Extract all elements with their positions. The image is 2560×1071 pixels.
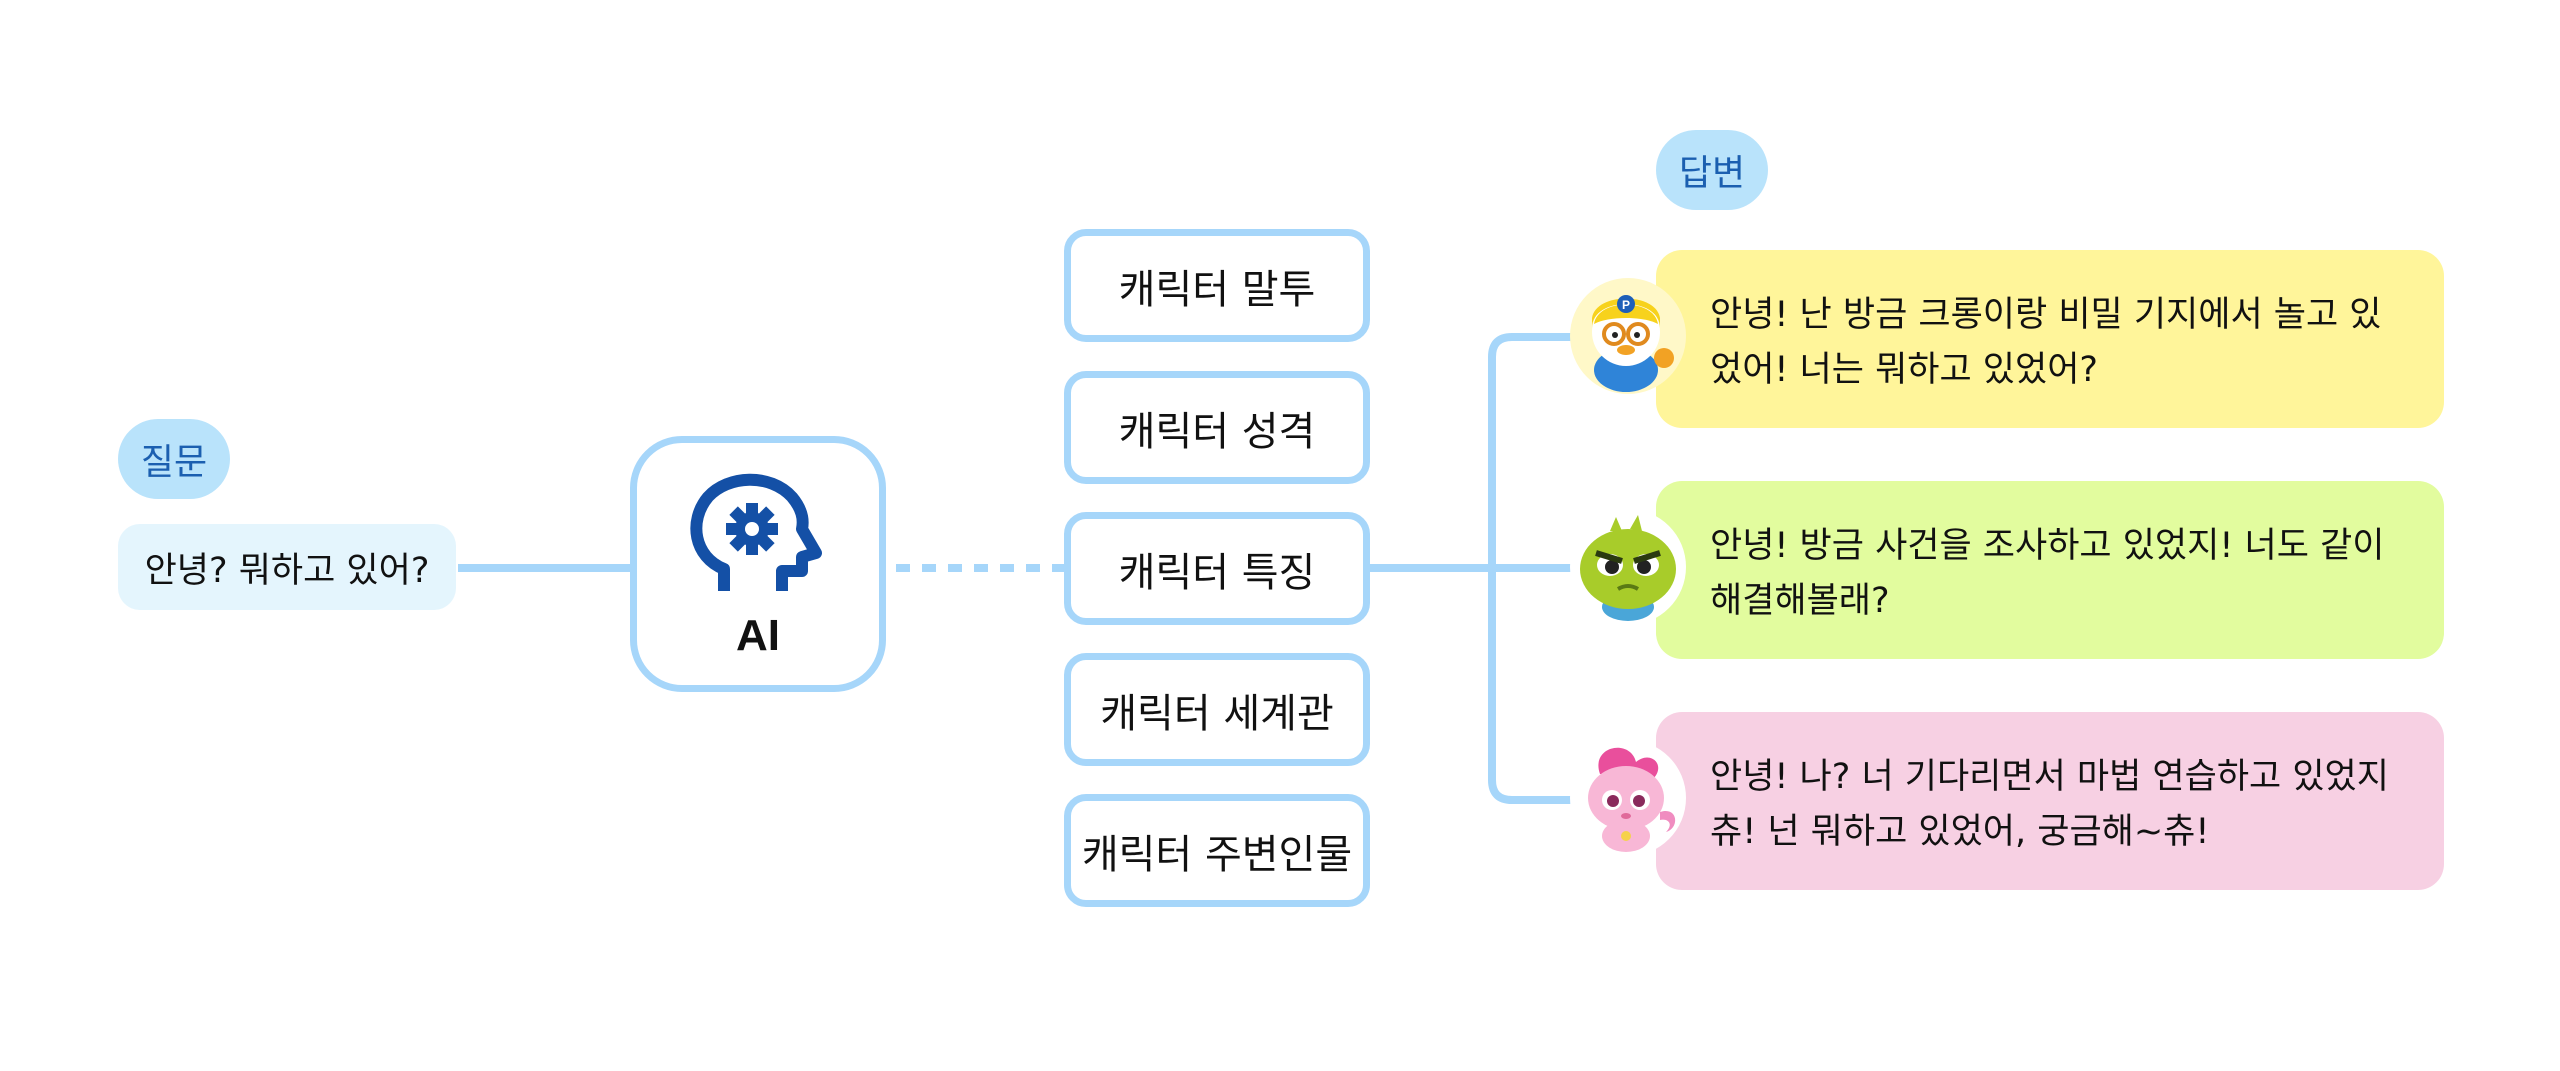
question-bubble: 안녕? 뭐하고 있어? [118,524,456,610]
response-bubble-3: 안녕! 나? 너 기다리면서 마법 연습하고 있었지 츄! 넌 뭐하고 있었어,… [1656,712,2444,890]
response-text-2: 안녕! 방금 사건을 조사하고 있었지! 너도 같이 해결해볼래? [1710,526,2385,621]
attribute-box-personality: 캐릭터 성격 [1064,371,1370,484]
answer-tag: 답변 [1656,130,1768,210]
attribute-box-worldview: 캐릭터 세계관 [1064,653,1370,766]
response-text-1: 안녕! 난 방금 크롱이랑 비밀 기지에서 놀고 있었어! 너는 뭐하고 있었어… [1710,295,2382,390]
ai-node: AI [630,436,886,692]
attribute-box-feature: 캐릭터 특징 [1064,512,1370,625]
pink-creature-avatar-icon [1570,740,1686,856]
head-gear-icon [690,473,822,591]
attribute-box-speech: 캐릭터 말투 [1064,229,1370,342]
question-tag: 질문 [118,419,230,499]
response-bubble-1: 안녕! 난 방금 크롱이랑 비밀 기지에서 놀고 있었어! 너는 뭐하고 있었어… [1656,250,2444,428]
green-creature-avatar-icon [1570,509,1686,625]
svg-text:P: P [1622,298,1630,312]
penguin-avatar-icon: P [1570,278,1686,394]
response-text-3: 안녕! 나? 너 기다리면서 마법 연습하고 있었지 츄! 넌 뭐하고 있었어,… [1710,757,2389,852]
attribute-box-surrounding-characters: 캐릭터 주변인물 [1064,794,1370,907]
ai-label: AI [736,611,780,660]
response-bubble-2: 안녕! 방금 사건을 조사하고 있었지! 너도 같이 해결해볼래? [1656,481,2444,659]
